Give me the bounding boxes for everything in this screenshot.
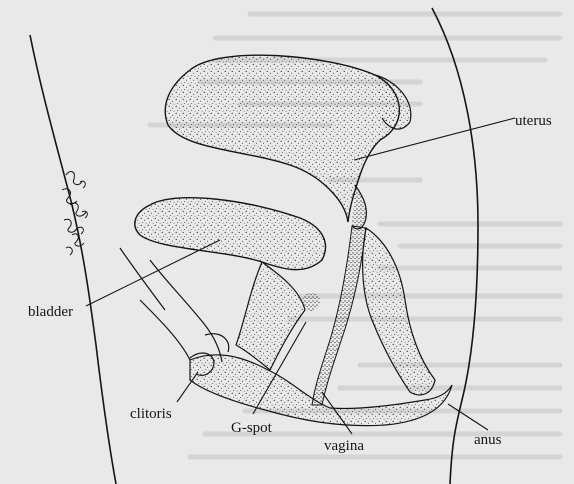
label-vagina: vagina — [324, 438, 364, 454]
label-bladder: bladder — [28, 304, 73, 320]
g-spot-mark — [302, 293, 320, 311]
label-g-spot: G-spot — [231, 420, 273, 436]
label-clitoris: clitoris — [130, 406, 172, 422]
label-uterus: uterus — [515, 113, 552, 129]
label-anus: anus — [474, 432, 502, 448]
